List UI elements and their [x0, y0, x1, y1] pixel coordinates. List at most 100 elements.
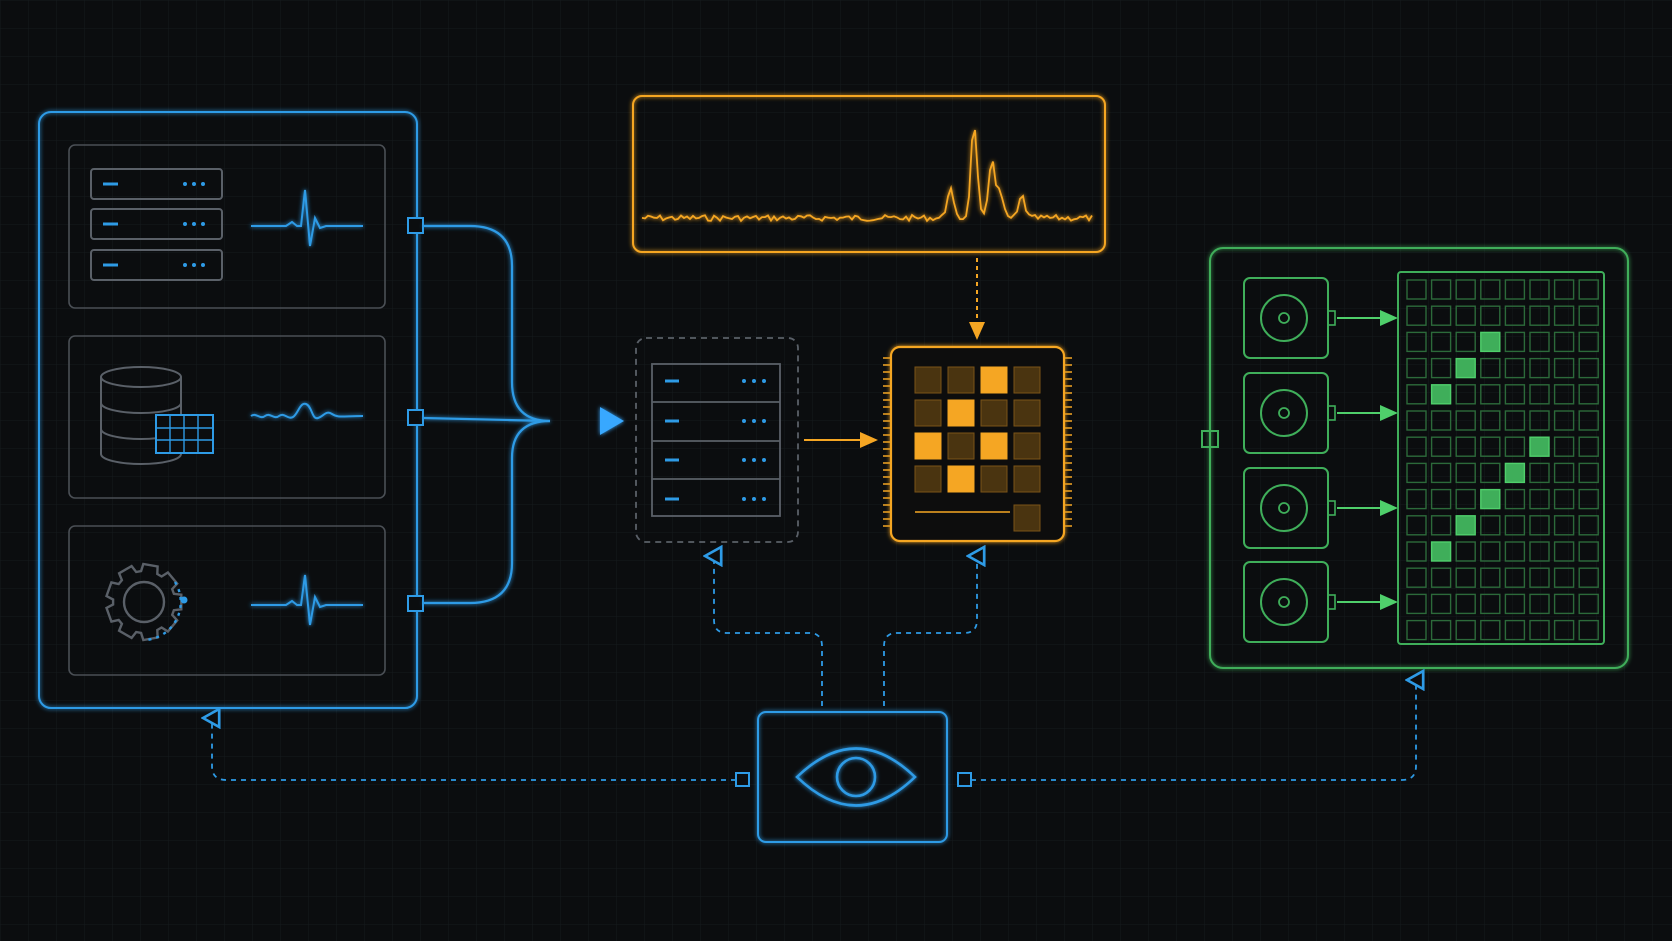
storage-cell-active: [1504, 462, 1526, 484]
storage-cell: [1553, 488, 1575, 510]
storage-cell: [1480, 410, 1501, 431]
storage-cell: [1455, 410, 1476, 431]
storage-cell: [1455, 436, 1476, 457]
storage-cell: [1430, 593, 1452, 615]
storage-cell: [1504, 619, 1526, 641]
storage-cell: [1578, 462, 1599, 484]
storage-cell: [1455, 593, 1476, 615]
storage-cell: [1553, 567, 1575, 588]
storage-cell: [1578, 541, 1599, 562]
storage-cell: [1480, 305, 1501, 326]
storage-cell: [1578, 515, 1599, 536]
storage-cell: [1553, 462, 1575, 484]
eye-icon: [795, 747, 917, 807]
storage-cell: [1578, 279, 1599, 300]
storage-cell: [1480, 541, 1501, 562]
storage-cell: [1406, 515, 1427, 536]
storage-cell: [1430, 279, 1452, 300]
storage-cell: [1529, 541, 1550, 562]
storage-cell: [1455, 305, 1476, 326]
storage-cell: [1455, 384, 1476, 405]
storage-cell: [1553, 331, 1575, 353]
storage-cell: [1430, 410, 1452, 431]
ingest-rack: [635, 337, 799, 543]
storage-cell: [1553, 515, 1575, 536]
monitor-links: [212, 556, 1416, 781]
storage-cell: [1455, 567, 1476, 588]
chip-cell: [1013, 465, 1041, 493]
storage-cell: [1406, 410, 1427, 431]
storage-cell: [1553, 541, 1575, 562]
storage-cell: [1504, 436, 1526, 457]
storage-cell: [1553, 305, 1575, 326]
chip-cell-active: [914, 432, 942, 460]
storage-cell: [1504, 541, 1526, 562]
monitor-to-rack-link: [714, 556, 823, 706]
storage-cell: [1406, 305, 1427, 326]
chip-cell: [1013, 366, 1041, 394]
storage-cell: [1480, 567, 1501, 588]
storage-cell: [1553, 436, 1575, 457]
storage-cell: [1504, 593, 1526, 615]
storage-cell: [1480, 593, 1501, 615]
ingest-arrow-head: [600, 407, 624, 435]
chip-cell: [947, 432, 975, 460]
chip-matrix-icon: [914, 366, 1041, 532]
storage-cell: [1406, 357, 1427, 379]
monitor-node: [757, 711, 948, 843]
storage-panel: [1209, 247, 1629, 669]
storage-cell: [1480, 462, 1501, 484]
processor-chip: [883, 345, 1072, 543]
storage-cell: [1430, 331, 1452, 353]
storage-cell: [1529, 331, 1550, 353]
storage-cell: [1529, 410, 1550, 431]
storage-cell: [1480, 515, 1501, 536]
storage-cell: [1529, 384, 1550, 405]
chip-cell: [980, 465, 1008, 493]
source-merge-connectors: [422, 224, 551, 605]
storage-cell: [1504, 384, 1526, 405]
storage-cell-active: [1430, 541, 1452, 562]
storage-cell-active: [1529, 436, 1550, 457]
storage-cell: [1406, 567, 1427, 588]
storage-cell-active: [1480, 331, 1501, 353]
frequency-spectrum-icon: [641, 129, 1093, 223]
chip-cell-active: [947, 465, 975, 493]
storage-cell: [1529, 515, 1550, 536]
storage-cell: [1529, 593, 1550, 615]
storage-cell: [1430, 305, 1452, 326]
storage-cell-active: [1430, 384, 1452, 405]
storage-cell: [1553, 357, 1575, 379]
storage-cell: [1455, 541, 1476, 562]
storage-cell: [1406, 593, 1427, 615]
storage-cell: [1578, 384, 1599, 405]
storage-cell: [1553, 410, 1575, 431]
monitor-to-processor-link: [883, 556, 977, 706]
storage-cell: [1406, 384, 1427, 405]
storage-cell: [1455, 331, 1476, 353]
storage-cell: [1430, 619, 1452, 641]
storage-cell: [1578, 567, 1599, 588]
storage-cell: [1504, 410, 1526, 431]
heartbeat-spike-icon: [251, 574, 363, 626]
storage-cell: [1529, 305, 1550, 326]
storage-cell: [1406, 619, 1427, 641]
storage-cell: [1430, 515, 1452, 536]
chip-cell-active: [980, 366, 1008, 394]
storage-cell: [1480, 357, 1501, 379]
storage-cell: [1406, 541, 1427, 562]
storage-cell: [1529, 488, 1550, 510]
database-table-icon: [100, 366, 214, 465]
storage-cell: [1529, 567, 1550, 588]
monitor-to-storage-link: [971, 680, 1416, 781]
chip-cell: [1013, 504, 1041, 532]
chip-cell: [914, 465, 942, 493]
port-servers: [407, 217, 424, 234]
port-config: [407, 595, 424, 612]
storage-cell: [1504, 567, 1526, 588]
storage-cell: [1504, 331, 1526, 353]
storage-cell: [1504, 515, 1526, 536]
hard-drive-icon: [1243, 277, 1336, 359]
